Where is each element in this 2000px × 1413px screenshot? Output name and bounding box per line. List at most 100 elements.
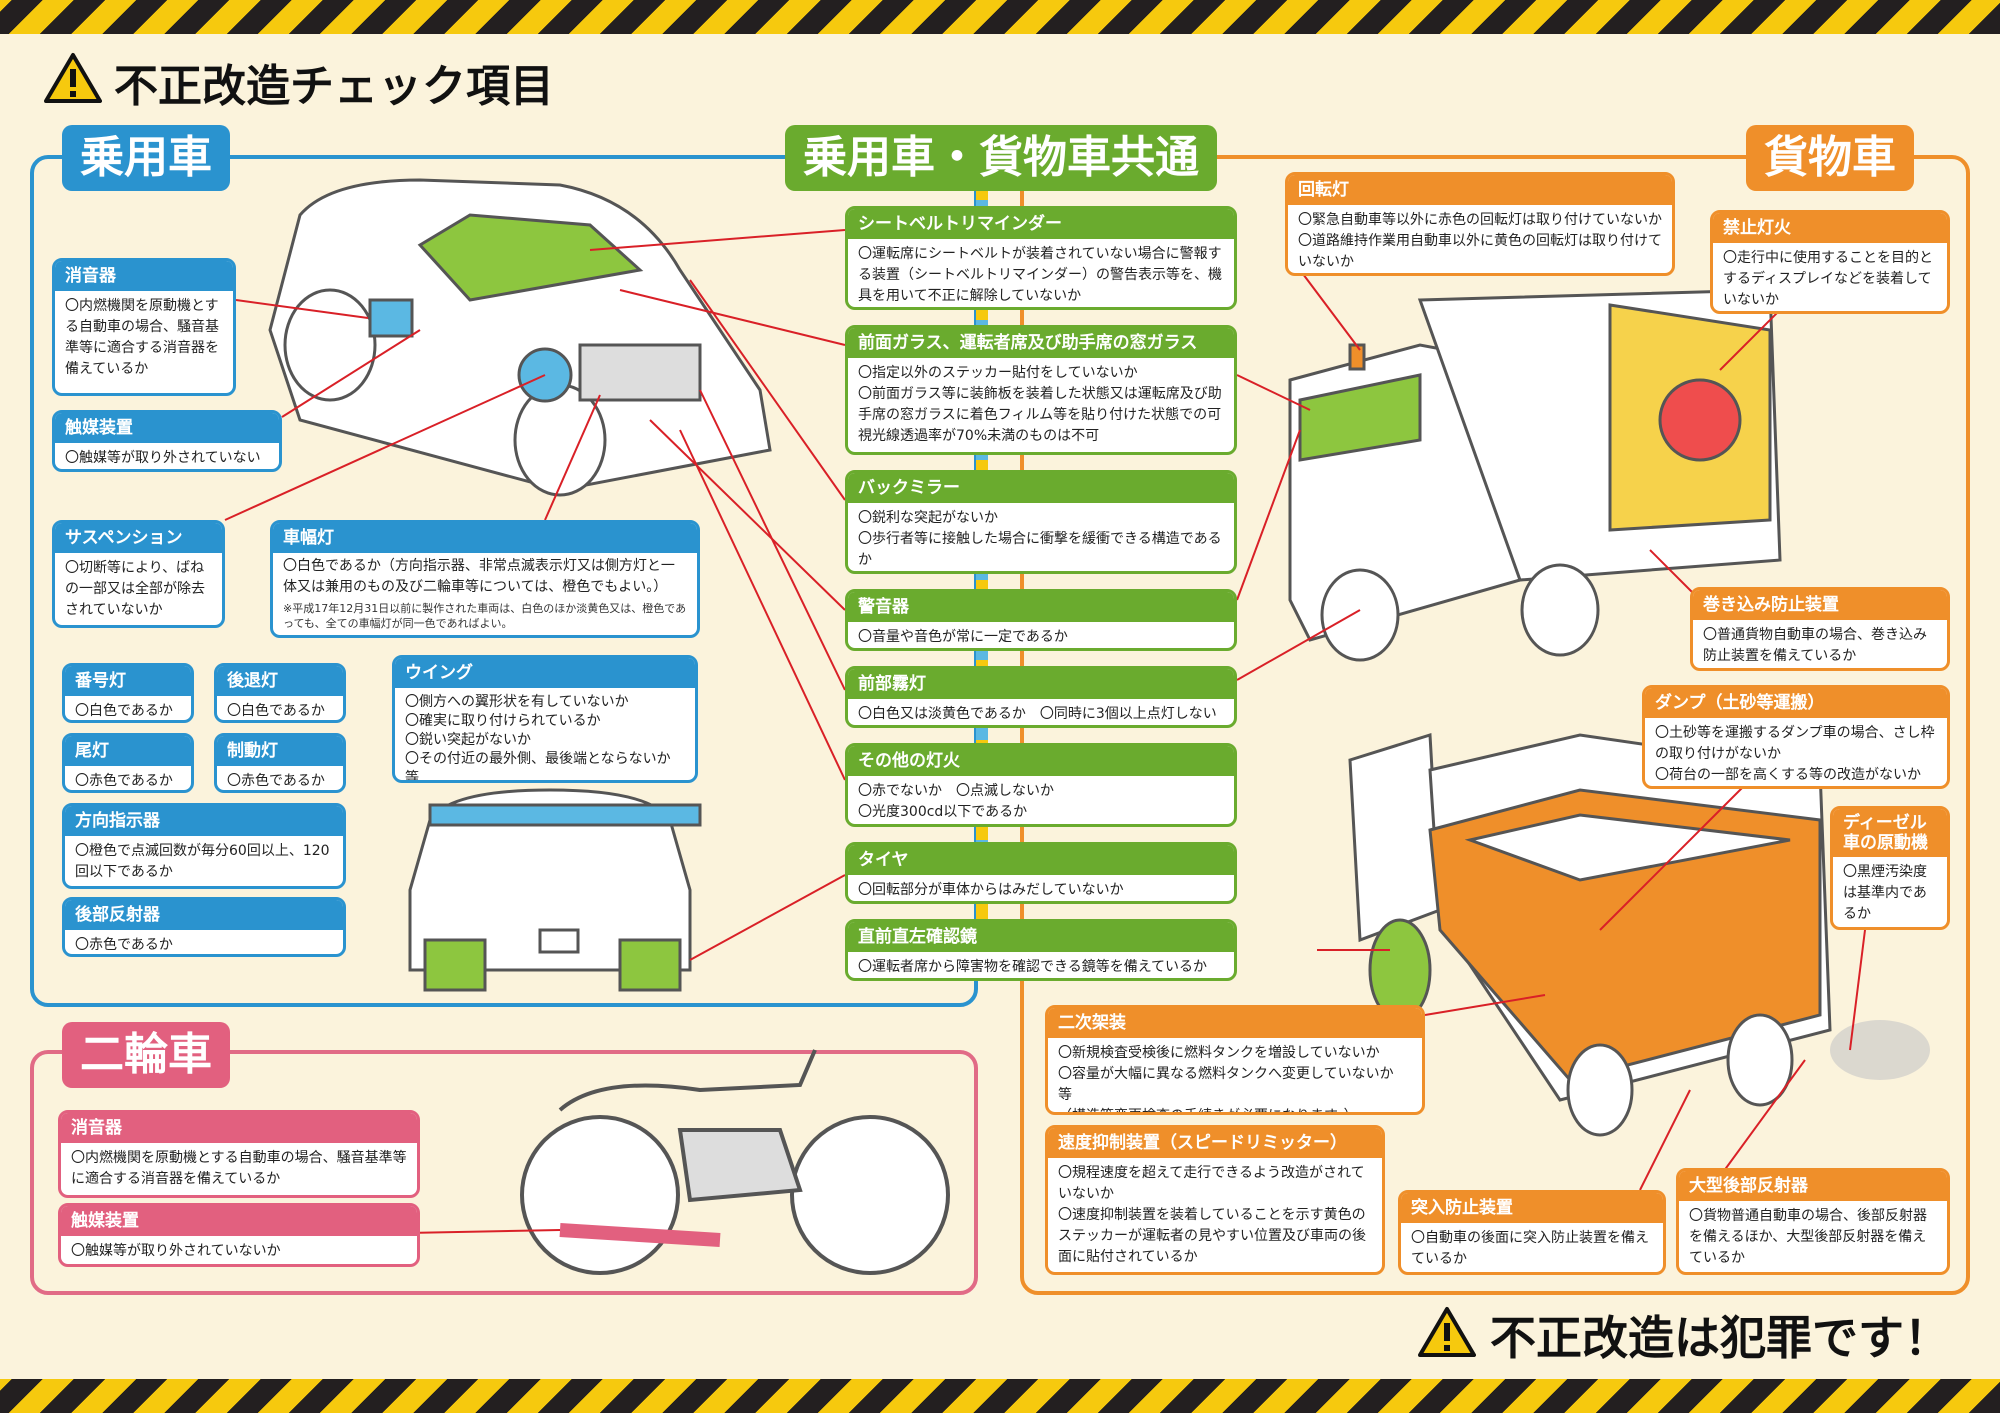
box-body: 〇普通貨物自動車の場合、巻き込み防止装置を備えているか — [1703, 627, 1927, 664]
box-line: 〇確実に取り付けられているか — [405, 713, 601, 729]
box-title: 触媒装置 — [61, 1206, 417, 1236]
box-line: 〇荷台の一部を高くする等の改造がないか — [1655, 767, 1921, 783]
box-title: 突入防止装置 — [1401, 1193, 1663, 1223]
box-body: 〇内燃機関を原動機とする自動車の場合、騒音基準等に適合する消音器を備えているか — [65, 298, 219, 377]
box-body: 〇切断等により、ばねの一部又は全部が除去されていないか — [65, 560, 205, 618]
check-box-passenger-muffler: 消音器 〇内燃機関を原動機とする自動車の場合、騒音基準等に適合する消音器を備えて… — [52, 258, 236, 396]
box-line: 〇前面ガラス等に装飾板を装着した状態又は運転席及び助手席の窓ガラスに着色フィルム… — [858, 386, 1222, 444]
box-line: 〇指定以外のステッカー貼付をしていないか — [858, 365, 1138, 381]
box-body: 〇触媒等が取り外されていないか — [71, 1243, 281, 1259]
section-label-motorcycle: 二輪車 — [62, 1022, 230, 1088]
box-title: 尾灯 — [65, 736, 191, 766]
box-body: 〇音量や音色が常に一定であるか — [858, 629, 1068, 645]
box-title: タイヤ — [848, 845, 1234, 875]
check-box-side-guard: 巻き込み防止装置 〇普通貨物自動車の場合、巻き込み防止装置を備えているか — [1690, 587, 1950, 671]
box-title: 速度抑制装置（スピードリミッター） — [1048, 1128, 1382, 1158]
check-box-large-reflector: 大型後部反射器 〇貨物普通自動車の場合、後部反射器を備えるほか、大型後部反射器を… — [1676, 1168, 1950, 1275]
box-title: シートベルトリマインダー — [848, 209, 1234, 239]
box-title: 後部反射器 — [65, 900, 343, 930]
box-line: 〇光度300cd以下であるか — [858, 804, 1028, 820]
box-title: 制動灯 — [217, 736, 343, 766]
box-line: 〇規程速度を超えて走行できるよう改造がされていないか — [1058, 1165, 1365, 1202]
warning-icon — [1418, 1307, 1476, 1357]
check-box-passenger-catalyst: 触媒装置 〇触媒等が取り外されていないか — [52, 410, 282, 472]
check-box-dump: ダンプ（土砂等運搬） 〇土砂等を運搬するダンプ車の場合、さし枠の取り付けがないか… — [1642, 685, 1950, 789]
check-box-front-left-mirror: 直前直左確認鏡 〇運転者席から障害物を確認できる鏡等を備えているか — [845, 919, 1237, 981]
box-line: 〇歩行者等に接触した場合に衝撃を緩衝できる構造であるか — [858, 531, 1222, 568]
box-title: 大型後部反射器 — [1679, 1171, 1947, 1201]
check-box-secondary-equipment: 二次架装 〇新規検査受検後に燃料タンクを増設していないか 〇容量が大幅に異なる燃… — [1045, 1005, 1425, 1115]
check-box-prohibited-light: 禁止灯火 〇走行中に使用することを目的とするディスプレイなどを装着していないか — [1710, 210, 1950, 314]
box-body: 〇赤色であるか — [227, 773, 325, 789]
box-line: 〇鋭い突起がないか — [405, 732, 531, 748]
box-body: 〇橙色で点滅回数が毎分60回以上、120回以下であるか — [75, 843, 330, 880]
check-box-windshield: 前面ガラス、運転者席及び助手席の窓ガラス 〇指定以外のステッカー貼付をしていない… — [845, 325, 1237, 455]
box-body: 〇白色又は淡黄色であるか 〇同時に3個以上点灯しないか — [858, 706, 1217, 722]
box-line: 〇新規検査受検後に燃料タンクを増設していないか — [1058, 1045, 1380, 1061]
box-title: 二次架装 — [1048, 1008, 1422, 1038]
check-box-turn-signal: 方向指示器 〇橙色で点滅回数が毎分60回以上、120回以下であるか — [62, 803, 346, 889]
page-title: 不正改造チェック項目 — [114, 61, 554, 112]
box-title: サスペンション — [55, 523, 222, 553]
check-box-plate-lamp: 番号灯 〇白色であるか — [62, 663, 194, 723]
box-body: 〇白色であるか（方向指示器、非常点滅表示灯又は側方灯と一体又は兼用のもの及び二輪… — [283, 558, 675, 595]
box-body: 〇白色であるか — [75, 703, 173, 719]
box-title: 触媒装置 — [55, 413, 279, 443]
box-title: 車幅灯 — [273, 523, 697, 553]
hazard-stripe-bottom — [0, 1379, 2000, 1413]
box-line: 〇緊急自動車等以外に赤色の回転灯は取り付けていないか — [1298, 212, 1662, 228]
check-box-mirror: バックミラー 〇鋭利な突起がないか 〇歩行者等に接触した場合に衝撃を緩衝できる構… — [845, 470, 1237, 574]
check-box-horn: 警音器 〇音量や音色が常に一定であるか — [845, 589, 1237, 651]
box-title: 禁止灯火 — [1713, 213, 1947, 243]
check-box-brake-lamp: 制動灯 〇赤色であるか — [214, 733, 346, 793]
box-title: 番号灯 — [65, 666, 191, 696]
motorcycle-section-frame — [30, 1050, 978, 1295]
hazard-stripe-top — [0, 0, 2000, 34]
check-box-passenger-suspension: サスペンション 〇切断等により、ばねの一部又は全部が除去されていないか — [52, 520, 225, 628]
box-title: 前部霧灯 — [848, 669, 1234, 699]
box-body: 〇赤色であるか — [75, 773, 173, 789]
box-line: 〇道路維持作業用自動車以外に黄色の回転灯は取り付けていないか — [1298, 233, 1662, 270]
box-body: 〇走行中に使用することを目的とするディスプレイなどを装着していないか — [1723, 250, 1933, 308]
box-title: その他の灯火 — [848, 746, 1234, 776]
box-title: 方向指示器 — [65, 806, 343, 836]
box-line: 〇側方への翼形状を有していないか — [405, 694, 629, 710]
check-box-beacon: 回転灯 〇緊急自動車等以外に赤色の回転灯は取り付けていないか 〇道路維持作業用自… — [1285, 172, 1675, 276]
box-body: 〇黒煙汚染度は基準内であるか — [1843, 864, 1927, 922]
box-body: 〇貨物普通自動車の場合、後部反射器を備えるほか、大型後部反射器を備えているか — [1689, 1208, 1927, 1266]
check-box-other-lamps: その他の灯火 〇赤でないか 〇点滅しないか 〇光度300cd以下であるか — [845, 743, 1237, 827]
check-box-reverse-lamp: 後退灯 〇白色であるか — [214, 663, 346, 723]
section-label-truck: 貨物車 — [1746, 125, 1914, 191]
box-title: 前面ガラス、運転者席及び助手席の窓ガラス — [848, 328, 1234, 358]
footer-slogan: 不正改造は犯罪です！ — [1490, 1311, 1950, 1365]
box-line: 〇赤でないか 〇点滅しないか — [858, 783, 1054, 799]
check-box-tire: タイヤ 〇回転部分が車体からはみだしていないか — [845, 842, 1237, 904]
check-box-passenger-width-lamp: 車幅灯 〇白色であるか（方向指示器、非常点滅表示灯又は側方灯と一体又は兼用のもの… — [270, 520, 700, 638]
box-title: 警音器 — [848, 592, 1234, 622]
check-box-diesel: ディーゼル車の原動機 〇黒煙汚染度は基準内であるか — [1830, 806, 1950, 930]
box-title: 回転灯 — [1288, 175, 1672, 205]
box-body: 〇白色であるか — [227, 703, 325, 719]
box-line: 〇速度抑制装置を装着していることを示す黄色のステッカーが運転者の見やすい位置及び… — [1058, 1207, 1366, 1265]
check-box-speed-limiter: 速度抑制装置（スピードリミッター） 〇規程速度を超えて走行できるよう改造がされて… — [1045, 1125, 1385, 1275]
check-box-fog-lamp: 前部霧灯 〇白色又は淡黄色であるか 〇同時に3個以上点灯しないか — [845, 666, 1237, 728]
warning-icon — [44, 53, 102, 103]
box-line: （構造等変更検査の手続きが必要になります。） — [1058, 1106, 1412, 1112]
box-title: 巻き込み防止装置 — [1693, 590, 1947, 620]
box-body: 〇運転者席から障害物を確認できる鏡等を備えているか — [858, 959, 1208, 975]
box-line: 〇土砂等を運搬するダンプ車の場合、さし枠の取り付けがないか — [1655, 725, 1935, 762]
box-line: 〇容量が大幅に異なる燃料タンクへ変更していないか 等 — [1058, 1066, 1394, 1103]
box-line: 〇鋭利な突起がないか — [858, 510, 998, 526]
box-title: ディーゼル車の原動機 — [1833, 809, 1947, 857]
box-line: 〇その付近の最外側、最後端とならないか 等 — [405, 751, 671, 783]
section-label-common: 乗用車・貨物車共通 — [785, 125, 1217, 191]
section-label-passenger: 乗用車 — [62, 125, 230, 191]
box-body: 〇触媒等が取り外されていないか — [65, 450, 261, 466]
box-body: 〇赤色であるか — [75, 937, 173, 953]
box-body: 〇内燃機関を原動機とする自動車の場合、騒音基準等に適合する消音器を備えているか — [71, 1150, 407, 1187]
box-title: バックミラー — [848, 473, 1234, 503]
box-title: 消音器 — [61, 1113, 417, 1143]
box-title: ダンプ（土砂等運搬） — [1645, 688, 1947, 718]
check-box-motorcycle-muffler: 消音器 〇内燃機関を原動機とする自動車の場合、騒音基準等に適合する消音器を備えて… — [58, 1110, 420, 1198]
check-box-seatbelt-reminder: シートベルトリマインダー 〇運転席にシートベルトが装着されていない場合に警報する… — [845, 206, 1237, 310]
